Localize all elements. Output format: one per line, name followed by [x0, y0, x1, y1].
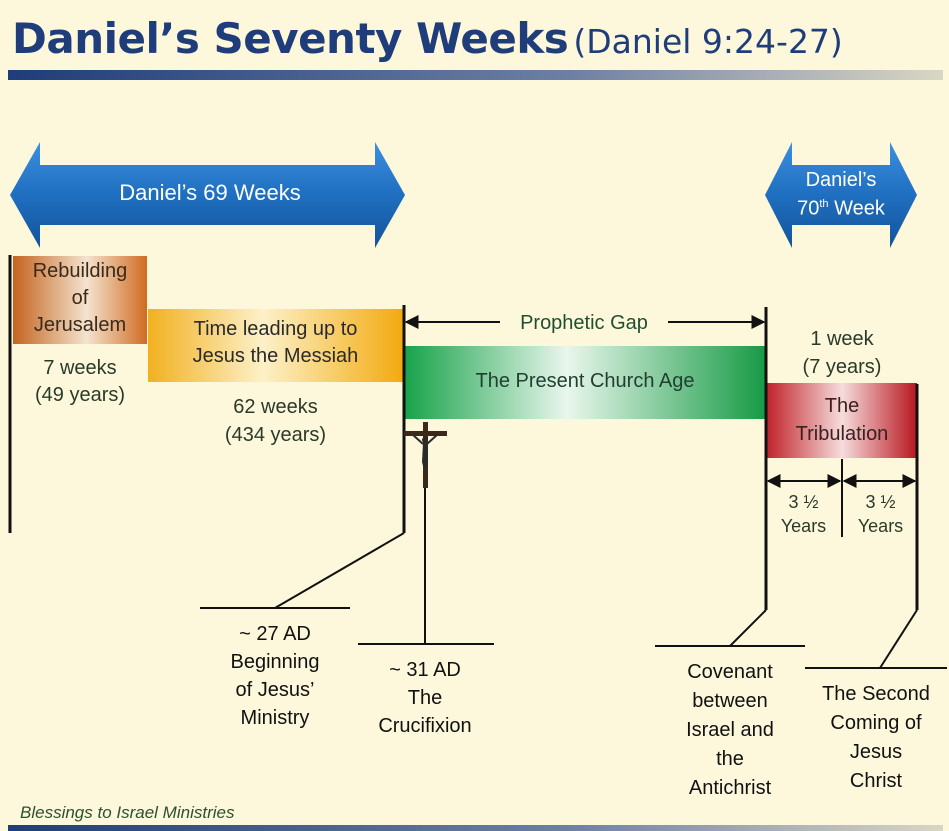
- tribulation-box: [767, 383, 917, 458]
- bottom-rule: [8, 825, 943, 831]
- title-reference: (Daniel 9:24-27): [573, 22, 843, 61]
- first-half-label: 3 ½ Years: [767, 490, 840, 538]
- seventieth-week-label: Daniel’s 70th Week: [770, 168, 912, 221]
- seventieth-week-word: Week: [834, 197, 885, 220]
- crucifixion-line2: The: [407, 687, 443, 709]
- sixty-nine-weeks-arrow: [10, 142, 405, 248]
- ministry-line3: of Jesus’: [235, 679, 315, 701]
- crucifixion-date: ~ 31 AD: [389, 659, 461, 681]
- crucifix-icon: [404, 422, 447, 488]
- messiah-box: [148, 309, 403, 382]
- first-half-unit: Years: [780, 516, 827, 536]
- covenant-line5: Antichrist: [688, 777, 772, 799]
- second-half-unit: Years: [857, 516, 904, 536]
- crucifixion-event-label: ~ 31 AD The Crucifixion: [350, 656, 500, 740]
- rebuilding-line1: Rebuilding: [32, 260, 128, 282]
- seventieth-week-number: 70: [797, 197, 820, 220]
- second-coming-leader: [879, 609, 918, 669]
- seventieth-week-line2: 70th Week: [770, 192, 912, 221]
- second-coming-line2: Coming of: [830, 712, 922, 734]
- second-coming-line3: Jesus: [849, 741, 903, 763]
- messiah-duration-weeks: 62 weeks: [233, 396, 318, 418]
- title-main: Daniel’s Seventy Weeks: [12, 14, 569, 63]
- church-age-label: The Present Church Age: [475, 370, 695, 392]
- rebuilding-duration-weeks: 7 weeks: [43, 357, 117, 379]
- messiah-line2: Jesus the Messiah: [192, 345, 359, 367]
- covenant-line1: Covenant: [687, 661, 773, 683]
- second-half-label: 3 ½ Years: [844, 490, 917, 538]
- ministry-event-label: ~ 27 AD Beginning of Jesus’ Ministry: [200, 620, 350, 732]
- prophetic-gap-label-bg: [500, 310, 668, 336]
- first-half-amount: 3 ½: [788, 492, 819, 512]
- ministry-line4: Ministry: [240, 707, 310, 729]
- seventieth-week-arrow: [765, 142, 917, 248]
- rebuilding-box: [13, 256, 147, 344]
- covenant-leader: [729, 609, 767, 647]
- second-half-amount: 3 ½: [865, 492, 896, 512]
- crucifixion-line3: Crucifixion: [378, 715, 472, 737]
- rebuilding-line2: of: [71, 287, 89, 309]
- second-coming-event-label: The Second Coming of Jesus Christ: [806, 680, 946, 796]
- sixty-nine-weeks-label: Daniel’s 69 Weeks: [119, 180, 301, 205]
- covenant-line3: Israel and: [686, 719, 774, 741]
- messiah-label: Time leading up to Jesus the Messiah: [148, 316, 403, 370]
- rebuilding-duration: 7 weeks (49 years): [13, 355, 147, 409]
- ministry-line2: Beginning: [230, 651, 320, 673]
- seventieth-week-line1: Daniel’s: [805, 169, 877, 191]
- rebuilding-line3: Jerusalem: [33, 314, 127, 336]
- tribulation-duration: 1 week (7 years): [767, 325, 917, 381]
- tribulation-duration-weeks: 1 week: [810, 328, 874, 350]
- second-coming-line1: The Second: [822, 683, 930, 705]
- prophetic-gap-label: Prophetic Gap: [520, 312, 648, 334]
- page-title: Daniel’s Seventy Weeks (Daniel 9:24-27): [12, 14, 843, 63]
- ministry-date: ~ 27 AD: [239, 623, 311, 645]
- covenant-event-label: Covenant between Israel and the Antichri…: [655, 658, 805, 803]
- tribulation-label: The Tribulation: [767, 392, 917, 448]
- messiah-duration: 62 weeks (434 years): [148, 393, 403, 449]
- tribulation-line2: Tribulation: [795, 423, 889, 445]
- tribulation-duration-years: (7 years): [802, 356, 882, 378]
- rebuilding-label: Rebuilding of Jerusalem: [13, 258, 147, 339]
- messiah-line1: Time leading up to: [193, 318, 358, 340]
- tribulation-line1: The: [824, 395, 860, 417]
- rebuilding-duration-years: (49 years): [34, 384, 126, 406]
- church-age-box: [404, 346, 766, 419]
- title-rule: [8, 70, 943, 80]
- footer-credit: Blessings to Israel Ministries: [20, 803, 235, 822]
- second-coming-line4: Christ: [849, 770, 903, 792]
- ministry-leader: [274, 532, 405, 609]
- seventieth-week-ordinal: th: [819, 198, 829, 210]
- covenant-line2: between: [692, 690, 768, 712]
- messiah-duration-years: (434 years): [224, 424, 327, 446]
- covenant-line4: the: [716, 748, 744, 770]
